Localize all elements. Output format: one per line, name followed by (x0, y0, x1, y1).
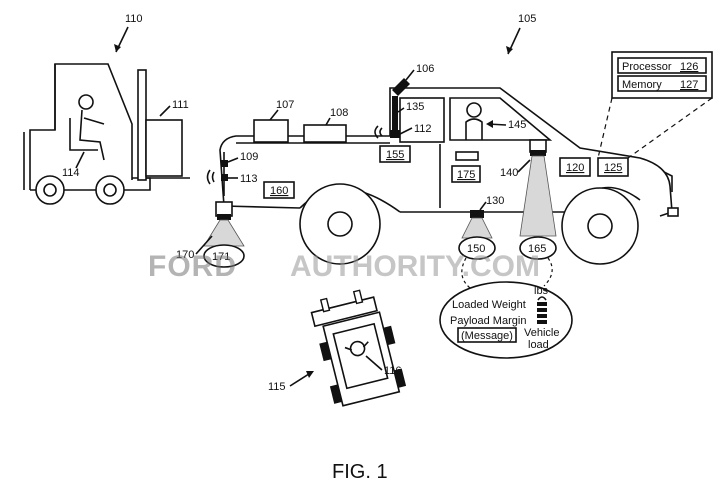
label-145: 145 (508, 119, 526, 131)
label-171: 171 (212, 251, 230, 263)
label-165: 165 (528, 243, 546, 255)
ground-spot-150 (458, 236, 496, 260)
top-view-vehicle (310, 289, 407, 407)
watermark-brand: FORD (148, 250, 237, 283)
label-116: 116 (384, 365, 402, 377)
module-120 (559, 157, 591, 177)
display-message-box (457, 327, 517, 343)
label-110: 110 (125, 13, 143, 25)
label-125: 125 (604, 162, 622, 174)
label-120: 120 (566, 162, 584, 174)
watermark: FORD AUTHORITY.COM (148, 250, 540, 283)
label-155: 155 (386, 149, 404, 161)
label-115: 115 (268, 381, 286, 393)
processor-label: Processor (622, 61, 672, 73)
label-112: 112 (414, 123, 432, 135)
rear-sensor-post (206, 152, 228, 196)
truck-wheel-rear (299, 183, 381, 265)
label-107: 107 (276, 99, 294, 111)
label-106: 106 (416, 63, 434, 75)
ground-spot-171 (203, 244, 245, 268)
beam-171 (203, 219, 245, 247)
truck-driver (465, 102, 483, 140)
pickup-truck (219, 87, 679, 265)
module-175 (451, 165, 481, 183)
load-display: Loaded Weight Payload Margin (Message) l… (439, 281, 573, 359)
forklift-load (145, 119, 183, 177)
rear-sensor-170 (215, 201, 233, 217)
cargo-box-108 (303, 124, 347, 143)
forklift-wheel-front (95, 175, 125, 205)
beam-165 (519, 155, 557, 237)
module-125 (597, 157, 629, 177)
processor-memory-panel: Processor 126 Memory 127 (597, 51, 713, 159)
label-170: 170 (176, 249, 194, 261)
display-message: (Message) (461, 330, 513, 342)
display-lbs: lbs (534, 285, 549, 297)
module-155 (379, 145, 411, 163)
display-payload-margin: Payload Margin (450, 315, 526, 327)
label-111: 111 (172, 99, 189, 111)
cargo-box-107 (253, 119, 289, 143)
processor-num: 126 (680, 61, 698, 73)
display-loaded-weight: Loaded Weight (452, 299, 526, 311)
label-114: 114 (62, 167, 80, 179)
label-130: 130 (486, 195, 504, 207)
label-150: 150 (467, 243, 485, 255)
beam-150 (461, 217, 493, 239)
label-140: 140 (500, 167, 518, 179)
figure-caption: FIG. 1 (332, 461, 388, 483)
label-175: 175 (457, 169, 475, 181)
memory-label: Memory (622, 79, 662, 91)
load-gauge-icon (537, 296, 547, 324)
top-view-front-bar (310, 296, 378, 328)
label-108: 108 (330, 107, 348, 119)
truck-wheel-front (561, 187, 639, 265)
label-135: 135 (406, 101, 424, 113)
label-113: 113 (240, 173, 258, 185)
ground-spot-165 (519, 236, 557, 260)
label-109: 109 (240, 151, 258, 163)
top-sensor-106 (374, 78, 410, 139)
forklift-wheel-rear (35, 175, 65, 205)
watermark-text: AUTHORITY.COM (290, 250, 540, 283)
forklift (23, 63, 190, 205)
display-vehicle: Vehicle (524, 327, 559, 339)
memory-num: 127 (680, 79, 698, 91)
memory-box (617, 75, 707, 92)
label-160: 160 (270, 185, 288, 197)
processor-box (617, 57, 707, 74)
module-160 (263, 181, 295, 199)
display-load: load (528, 339, 549, 351)
label-105: 105 (518, 13, 536, 25)
